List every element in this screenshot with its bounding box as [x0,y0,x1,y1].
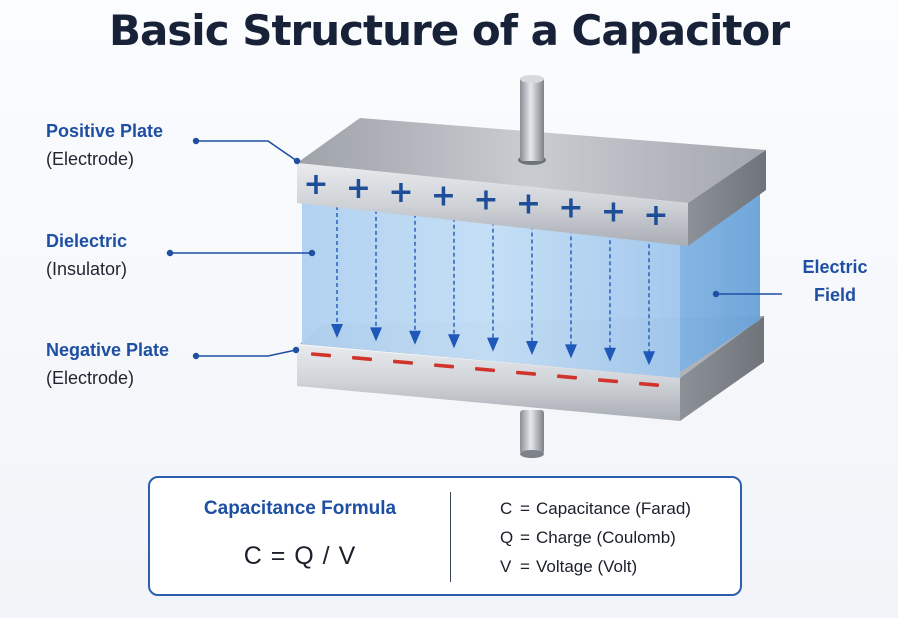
negative-plate-front [297,345,680,421]
positive-charge: + [516,187,541,222]
formula-equation: C = Q / V [243,542,357,570]
positive-plate-name: Positive Plate [46,121,164,141]
negative-charge [515,370,537,376]
dielectric-front [302,194,680,378]
positive-charge: + [346,171,371,206]
negative-charge [556,374,578,380]
positive-charge: + [473,183,498,218]
positive-charge: + [558,190,583,225]
bottom-terminal [520,410,544,454]
positive-charge: + [303,167,328,202]
negative-charge [638,381,660,387]
negative-charge [474,367,496,373]
negative-charge [310,352,332,358]
field-arrowhead [409,330,421,345]
negative-charge [433,363,455,369]
formula-definitions: C = Capacitance (Farad) Q = Charge (Coulomb)… [500,494,691,581]
negative-charges [310,352,660,387]
positive-plate-label: Positive Plate (Electrode) [46,117,163,173]
dielectric-name: Dielectric [46,231,128,251]
field-arrowhead [331,324,343,338]
negative-plate-detail: (Electrode) [46,368,135,388]
definition-row: Q = Charge (Coulomb) [500,523,691,552]
positive-plate-side [688,150,766,246]
definition-meaning: Capacitance (Farad) [536,499,691,518]
positive-plate-front [297,163,688,246]
negative-charge [392,359,414,365]
field-arrowhead [565,344,577,359]
negative-plate-label: Negative Plate (Electrode) [46,336,169,392]
field-arrowhead [643,351,655,366]
definition-symbol: Q [500,528,514,547]
dielectric-label: Dielectric (Insulator) [46,227,127,283]
page-title: Basic Structure of a Capacitor [108,6,790,55]
definition-equals: = [520,499,530,518]
negative-charge [597,378,619,384]
field-arrowhead [487,337,499,352]
definition-row: V = Voltage (Volt) [500,552,691,581]
definition-symbol: C [500,499,513,518]
formula-box: Capacitance Formula C = Q / V C = Capacita… [148,476,742,596]
negative-plate-name: Negative Plate [46,340,170,360]
definition-meaning: Voltage (Volt) [536,557,638,576]
electric-field-arrows [331,206,655,366]
negative-plate-side [680,316,764,421]
definition-equals: = [520,528,530,547]
definition-equals: = [520,557,530,576]
dielectric-detail: (Insulator) [46,259,128,279]
electric-field-line1: Electric [802,257,868,277]
positive-plate-detail: (Electrode) [46,149,135,169]
field-arrowhead [526,341,538,355]
formula-divider [450,492,451,582]
field-arrowhead [604,347,616,362]
field-arrowhead [448,334,460,349]
positive-charges: + + + + + + + + + [303,167,668,233]
leader-positive [196,140,298,162]
formula-title: Capacitance Formula [203,498,397,519]
definition-meaning: Charge (Coulomb) [536,528,676,547]
definition-symbol: V [500,557,512,576]
field-arrowhead [370,327,382,342]
positive-charge: + [388,175,413,210]
negative-charge [351,355,373,362]
positive-charge: + [601,194,626,229]
positive-charge: + [643,198,668,233]
top-terminal [520,77,544,161]
electric-field-label: Electric Field [790,253,880,309]
leader-negative [196,349,297,357]
positive-charge: + [431,179,456,214]
definition-row: C = Capacitance (Farad) [500,494,691,523]
electric-field-line2: Field [813,285,856,305]
